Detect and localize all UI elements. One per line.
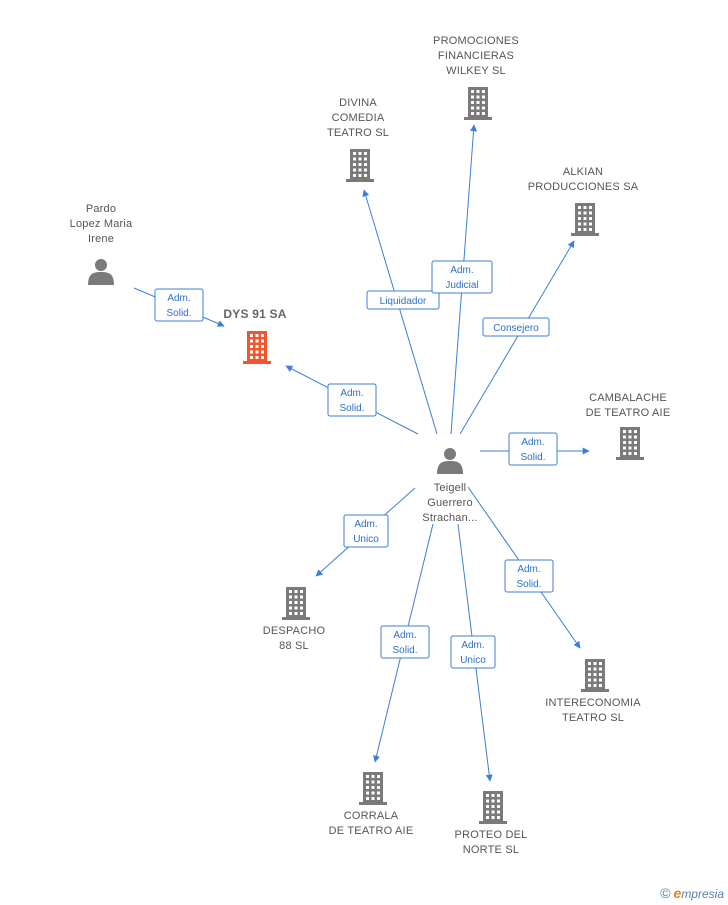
edge-labels-layer: Adm.Solid.Adm.Solid.LiquidadorAdm.Judici… [154,260,558,669]
edge-label-text: Unico [353,534,379,545]
copyright-icon: © [660,885,671,901]
building-icon [581,659,609,692]
node-label-line: DIVINA [339,97,377,109]
node-label-line: Irene [88,233,114,245]
edge-label-text: Adm. [461,640,484,651]
node-label-line: COMEDIA [332,112,385,124]
node-label-line: PROMOCIONES [433,35,519,47]
node-label-line: DE TEATRO AIE [586,407,671,419]
edge-label-text: Judicial [445,280,478,291]
node-despacho[interactable]: DESPACHO 88 SL [263,587,326,652]
edge-teigell-alkian [459,240,575,435]
node-label-line: DESPACHO [263,625,326,637]
edge-label[interactable]: Consejero [482,317,550,337]
edge-label-box [504,559,554,593]
node-label-line: CORRALA [344,810,399,822]
edge-label[interactable]: Liquidador [366,290,440,310]
person-icon [88,259,114,285]
edge-label-text: Solid. [339,403,364,414]
edge-label[interactable]: Adm. Unico [343,514,389,548]
node-promociones[interactable]: PROMOCIONES FINANCIERAS WILKEY SL [433,35,519,120]
edge-label-text: Solid. [516,579,541,590]
edge-label-box [343,514,389,548]
edge-label-box [508,432,558,466]
brand-watermark: ©empresia [660,885,724,901]
edge-label[interactable]: Adm. Solid. [154,288,204,322]
node-label-line: Teigell [434,482,467,494]
node-divina[interactable]: DIVINA COMEDIA TEATRO SL [327,97,389,182]
node-label-line: NORTE SL [463,844,519,856]
node-label-line: 88 SL [279,640,309,652]
edge-label-text: Solid. [166,308,191,319]
edge-label-text: Adm. [354,519,377,530]
node-label-line: DYS 91 SA [223,307,286,321]
edge-label-text: Solid. [520,452,545,463]
node-cambalache[interactable]: CAMBALACHE DE TEATRO AIE [586,392,671,460]
edge-label-text: Adm. [521,437,544,448]
edge-label[interactable]: Adm. Judicial [431,260,493,294]
node-label-line: ALKIAN [563,166,603,178]
edge-label-text: Adm. [450,265,473,276]
edge-label[interactable]: Adm. Solid. [508,432,558,466]
edge-label-box [366,290,440,310]
node-label-line: CAMBALACHE [589,392,667,404]
edge-label[interactable]: Adm. Solid. [327,383,377,417]
node-label-line: TEATRO SL [562,712,624,724]
node-label-line: WILKEY SL [446,65,506,77]
edge-label-text: Unico [460,655,486,666]
node-label-line: DE TEATRO AIE [329,825,414,837]
edge-label[interactable]: Adm. Solid. [380,625,430,659]
node-intereconomia[interactable]: INTERECONOMIA TEATRO SL [545,659,641,724]
edge-label-box [327,383,377,417]
node-label-line: Lopez Maria [70,218,133,230]
edge-label-text: Solid. [392,645,417,656]
building-icon [464,87,492,120]
node-label-line: Guerrero [427,497,473,509]
node-label-line: FINANCIERAS [438,50,514,62]
edge-label-text: Adm. [393,630,416,641]
node-corrala[interactable]: CORRALA DE TEATRO AIE [329,772,414,837]
node-label-line: INTERECONOMIA [545,697,641,709]
edge-label[interactable]: Adm. Solid. [504,559,554,593]
person-icon [437,448,463,474]
node-proteo[interactable]: PROTEO DEL NORTE SL [455,791,528,856]
building-icon [479,791,507,824]
node-label-line: Strachan... [422,512,477,524]
edge-label-box [380,625,430,659]
node-label-line: TEATRO SL [327,127,389,139]
brand-initial: e [673,885,682,901]
building-icon [282,587,310,620]
edge-label-text: Adm. [517,564,540,575]
edge-label-box [431,260,493,294]
edge-label-text: Consejero [493,323,539,334]
node-dys91[interactable]: DYS 91 SA [223,307,287,364]
building-icon [346,149,374,182]
edge-label-box [482,317,550,337]
edge-teigell-divina [362,189,438,435]
node-teigell[interactable]: TeigellGuerreroStrachan... [422,448,478,524]
edge-label-text: Liquidador [380,296,427,307]
building-icon [359,772,387,805]
building-icon [243,331,271,364]
building-icon [571,203,599,236]
edge-label[interactable]: Adm. Unico [450,635,496,669]
brand-name: mpresia [681,887,724,901]
node-alkian[interactable]: ALKIAN PRODUCCIONES SA [528,166,639,236]
building-icon [616,427,644,460]
node-label-line: PROTEO DEL [455,829,528,841]
node-label-line: Pardo [86,203,116,215]
edge-label-text: Adm. [167,293,190,304]
node-label-line: PRODUCCIONES SA [528,181,639,193]
edge-label-text: Adm. [340,388,363,399]
edge-label-box [154,288,204,322]
edge-label-box [450,635,496,669]
